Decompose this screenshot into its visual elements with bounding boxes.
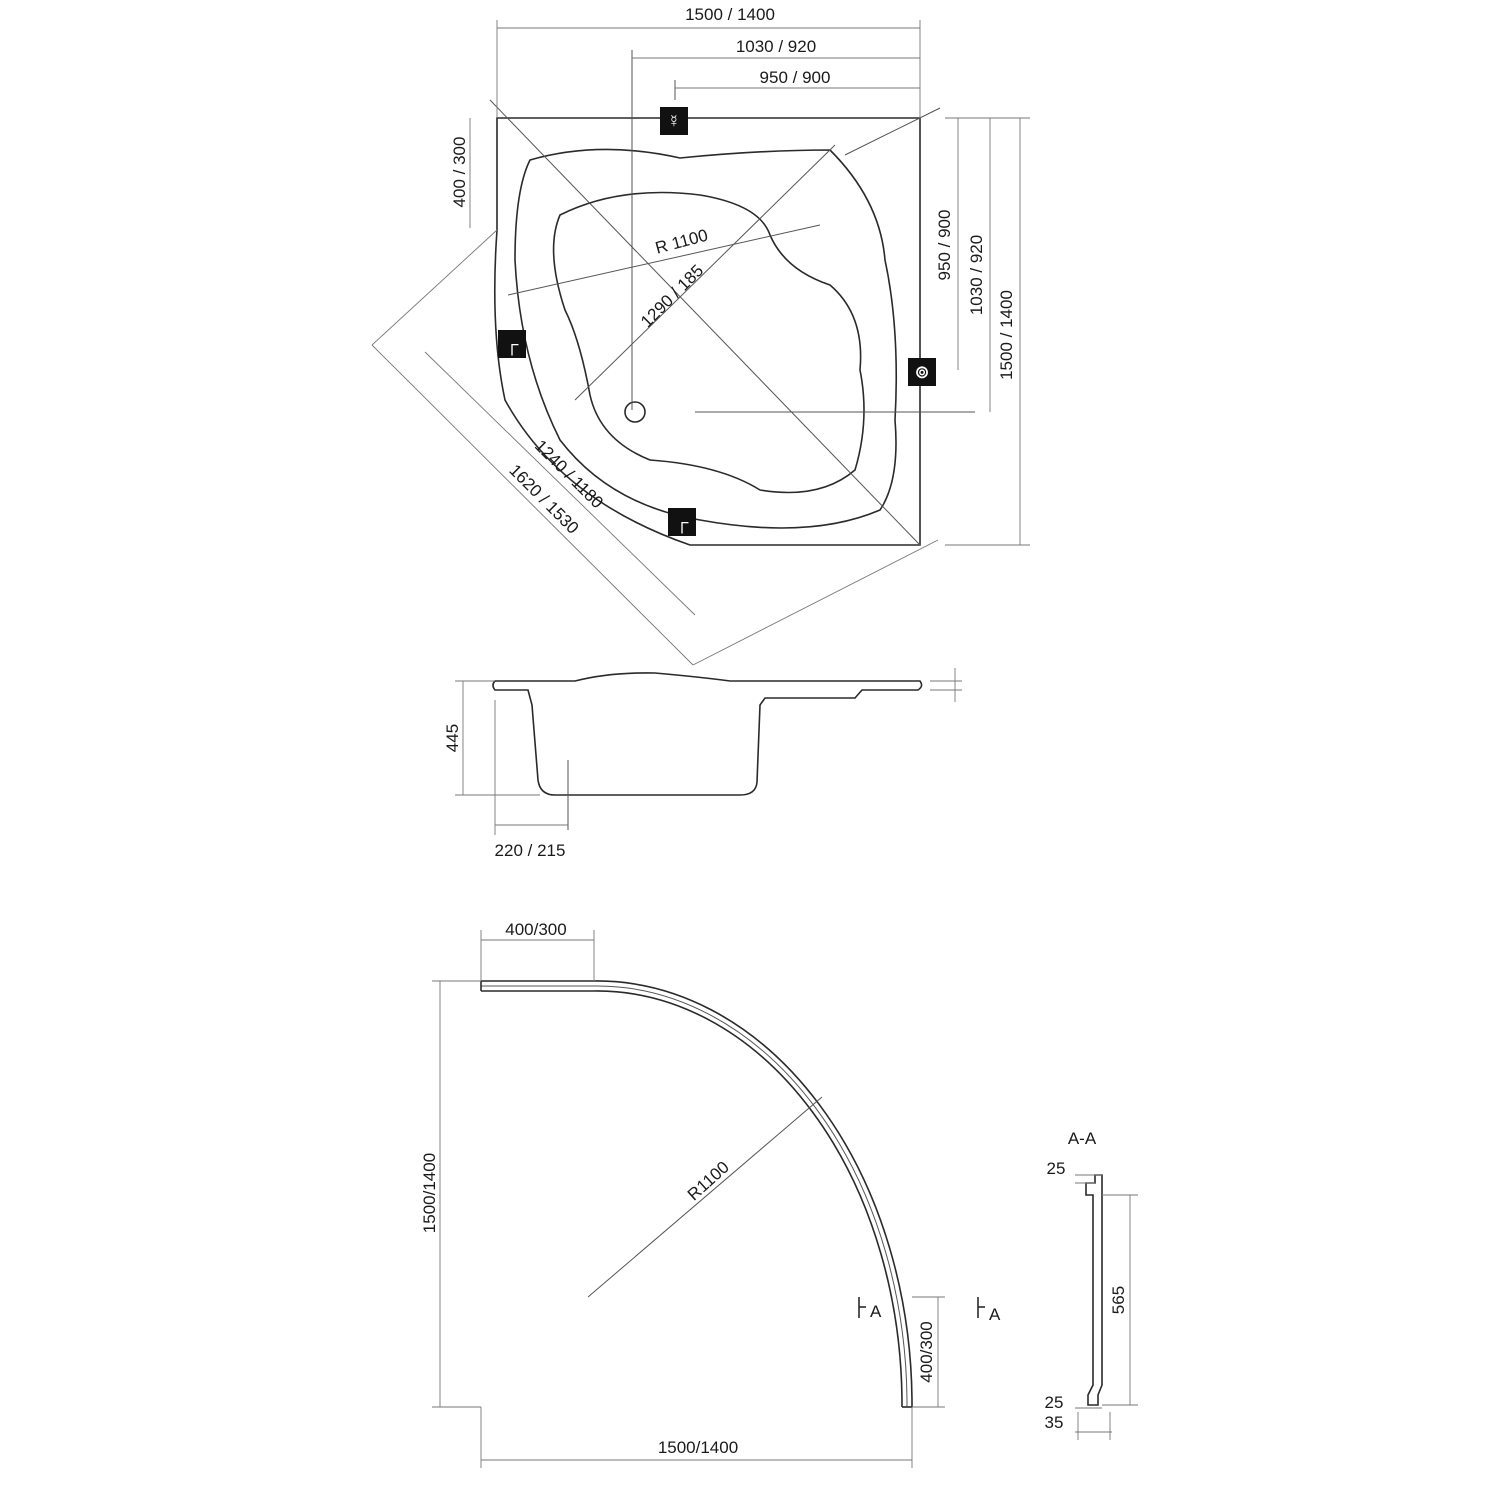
faucet-icon: ┌ bbox=[668, 508, 696, 536]
dim-diag-inner: 1290 / 185 bbox=[637, 261, 707, 331]
tub-rim-outline bbox=[493, 117, 921, 546]
dim-offset: 220 / 215 bbox=[495, 841, 566, 860]
section-profile bbox=[1085, 1174, 1103, 1406]
side-view: 445 220 / 215 bbox=[443, 668, 962, 860]
overflow-icon: ☿ bbox=[660, 107, 688, 135]
dim-section-bottom: 25 bbox=[1045, 1393, 1064, 1412]
panel-view: R1100 400/300 1500/1400 1500/1400 400/30… bbox=[420, 920, 1001, 1468]
dim-width-inner: 950 / 900 bbox=[760, 68, 831, 87]
dim-width-total: 1500 / 1400 bbox=[685, 5, 775, 24]
svg-text:☿: ☿ bbox=[667, 111, 681, 131]
dim-section-base: 35 bbox=[1045, 1413, 1064, 1432]
section-mark-right: A bbox=[989, 1305, 1001, 1324]
dim-section-height: 565 bbox=[1109, 1286, 1128, 1314]
panel-inner-curve bbox=[481, 990, 903, 1408]
dim-width-mid: 1030 / 920 bbox=[736, 37, 816, 56]
svg-text:⊚: ⊚ bbox=[914, 362, 929, 382]
dim-panel-radius: R1100 bbox=[684, 1158, 733, 1205]
dim-panel-height: 1500/1400 bbox=[420, 1153, 439, 1233]
panel-outer-curve bbox=[481, 980, 913, 1408]
tub-inner-rim bbox=[514, 148, 898, 529]
svg-text:┌: ┌ bbox=[506, 334, 519, 356]
drain-hole bbox=[624, 401, 646, 423]
section-aa: A-A 25 565 25 35 bbox=[1045, 1129, 1138, 1440]
tub-basin bbox=[552, 191, 865, 494]
dim-panel-width: 1500/1400 bbox=[658, 1438, 738, 1457]
dim-height-mid: 1030 / 920 bbox=[967, 235, 986, 315]
dim-height-total: 1500 / 1400 bbox=[997, 290, 1016, 380]
dim-radius: R 1100 bbox=[653, 226, 710, 258]
dim-panel-top-flat: 400/300 bbox=[505, 920, 566, 939]
top-view: 1500 / 1400 1030 / 920 950 / 900 1500 / … bbox=[371, 5, 1030, 666]
dim-panel-side-flat: 400/300 bbox=[917, 1321, 936, 1382]
dim-height-inner: 950 / 900 bbox=[935, 210, 954, 281]
dim-section-top: 25 bbox=[1047, 1159, 1066, 1178]
svg-text:┌: ┌ bbox=[676, 512, 689, 534]
tub-side-profile bbox=[492, 672, 923, 796]
dim-depth: 445 bbox=[443, 724, 462, 752]
drain-icon: ⊚ bbox=[908, 358, 936, 386]
faucet-icon: ┌ bbox=[498, 330, 526, 358]
section-title: A-A bbox=[1068, 1129, 1097, 1148]
section-mark-left: A bbox=[870, 1302, 882, 1321]
dim-corner-flat: 400 / 300 bbox=[450, 137, 469, 208]
